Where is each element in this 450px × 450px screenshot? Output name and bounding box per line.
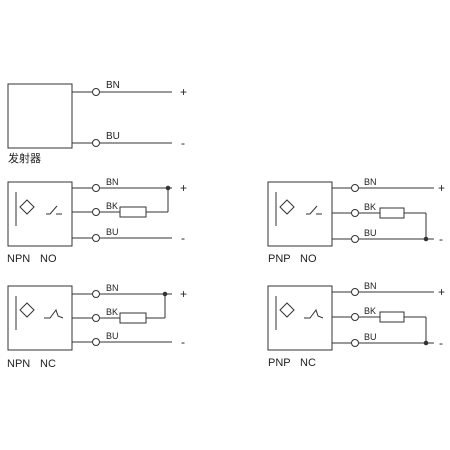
pnp-no-bk-label: BK <box>364 202 376 212</box>
pnp-nc-diagram: BN BK BU + - PNP NC <box>267 281 445 369</box>
npn-nc-bk-terminal <box>92 314 100 322</box>
pnp-nc-bk-terminal <box>351 313 359 321</box>
emitter-caption: 发射器 <box>8 151 41 165</box>
npn-nc-bn-label: BN <box>106 283 119 293</box>
npn-nc-plus-terminal: + <box>180 287 187 301</box>
pnp-nc-body <box>267 285 333 351</box>
pnp-nc-mode-caption: NC <box>300 357 316 369</box>
pnp-no-bu-terminal <box>351 235 359 243</box>
pnp-no-plus-terminal: + <box>438 181 445 195</box>
emitter-bu-terminal <box>92 139 100 147</box>
pnp-nc-bu-label: BU <box>364 332 377 342</box>
npn-nc-bu-label: BU <box>106 331 119 341</box>
pnp-no-bn-label: BN <box>364 177 377 187</box>
npn-nc-type-caption: NPN <box>7 358 30 370</box>
npn-nc-bn-terminal <box>92 290 100 298</box>
pnp-nc-switch-symbol <box>304 308 324 319</box>
npn-no-bn-terminal <box>92 184 100 192</box>
npn-no-bk-terminal <box>92 208 100 216</box>
npn-no-plus-terminal: + <box>180 181 187 195</box>
npn-nc-mode-caption: NC <box>40 358 56 370</box>
npn-no-sensor-icon <box>19 199 35 215</box>
pnp-nc-load-resistor <box>379 311 405 323</box>
pnp-nc-bn-terminal <box>351 288 359 296</box>
npn-nc-junction-dot <box>162 291 168 297</box>
pnp-no-minus-terminal: - <box>439 232 443 246</box>
emitter-bu-label: BU <box>106 131 120 142</box>
npn-nc-switch-symbol <box>44 308 64 319</box>
npn-no-diagram: BN BK BU + - NPN NO <box>7 177 187 265</box>
pnp-nc-type-caption: PNP <box>268 357 291 369</box>
npn-no-bu-terminal <box>92 234 100 242</box>
npn-no-minus-terminal: - <box>181 231 185 245</box>
emitter-diagram: BN BU + - 发射器 <box>7 80 187 165</box>
emitter-bn-terminal <box>92 88 100 96</box>
npn-no-bk-label: BK <box>106 201 118 211</box>
npn-nc-diagram: BN BK BU + - NPN NC <box>7 283 187 370</box>
pnp-nc-bk-label: BK <box>364 306 376 316</box>
pnp-nc-sensor-icon <box>279 302 295 318</box>
npn-no-mode-caption: NO <box>40 253 57 265</box>
pnp-no-load-resistor <box>379 207 405 219</box>
npn-no-bu-label: BU <box>106 227 119 237</box>
npn-no-load-resistor <box>119 206 147 218</box>
npn-nc-bk-label: BK <box>106 307 118 317</box>
pnp-no-bn-terminal <box>351 184 359 192</box>
npn-no-body <box>7 181 73 247</box>
npn-nc-minus-terminal: - <box>181 335 185 349</box>
emitter-minus-terminal: - <box>181 136 185 150</box>
pnp-no-bu-label: BU <box>364 228 377 238</box>
pnp-no-bk-terminal <box>351 209 359 217</box>
npn-no-bn-label: BN <box>106 177 119 187</box>
pnp-no-switch-symbol <box>306 205 322 215</box>
npn-no-switch-symbol <box>46 205 62 215</box>
npn-no-type-caption: NPN <box>7 253 30 265</box>
pnp-no-mode-caption: NO <box>300 253 317 265</box>
pnp-nc-minus-terminal: - <box>439 336 443 350</box>
pnp-no-body <box>267 181 333 247</box>
pnp-nc-plus-terminal: + <box>438 285 445 299</box>
pnp-no-sensor-icon <box>279 199 295 215</box>
emitter-body <box>7 83 73 149</box>
pnp-no-type-caption: PNP <box>268 253 291 265</box>
pnp-nc-bu-terminal <box>351 339 359 347</box>
npn-nc-sensor-icon <box>19 302 35 318</box>
emitter-bn-label: BN <box>106 80 120 91</box>
npn-nc-bu-terminal <box>92 338 100 346</box>
pnp-nc-bn-label: BN <box>364 281 377 291</box>
npn-nc-load-resistor <box>119 312 147 324</box>
pnp-no-diagram: BN BK BU + - PNP NO <box>267 177 445 265</box>
npn-no-junction-dot <box>165 185 171 191</box>
emitter-plus-terminal: + <box>180 85 187 99</box>
